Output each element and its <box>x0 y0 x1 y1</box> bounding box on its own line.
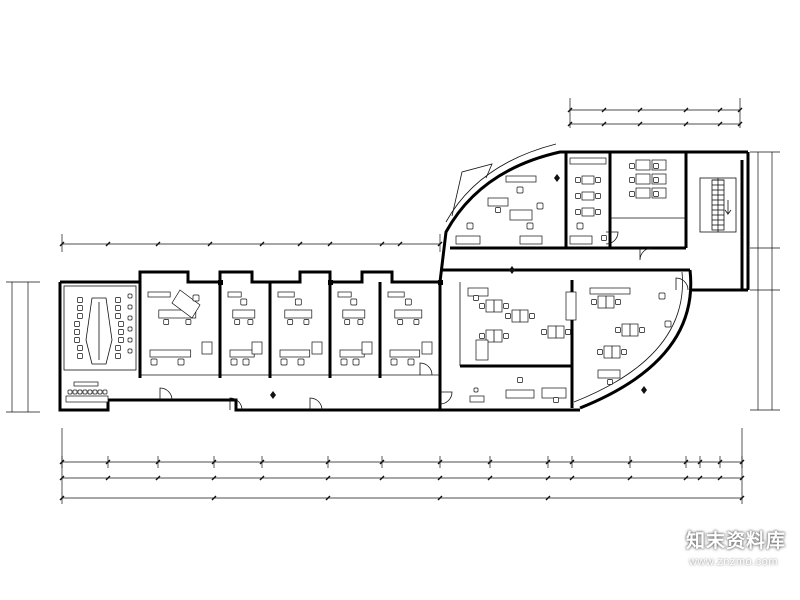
dimension-lines <box>6 98 780 504</box>
east-wing-walls <box>438 143 750 412</box>
room-tags <box>270 174 647 399</box>
stair-core <box>699 177 737 233</box>
door-swings <box>159 231 689 411</box>
watermark-url-text: www.znzmo.com <box>688 556 778 568</box>
west-offices <box>147 289 433 366</box>
east-wing-furniture <box>455 157 672 403</box>
conference-room <box>63 285 137 403</box>
west-wing-walls <box>58 270 443 412</box>
watermark-brand-text: 知末资料库 <box>685 530 786 552</box>
